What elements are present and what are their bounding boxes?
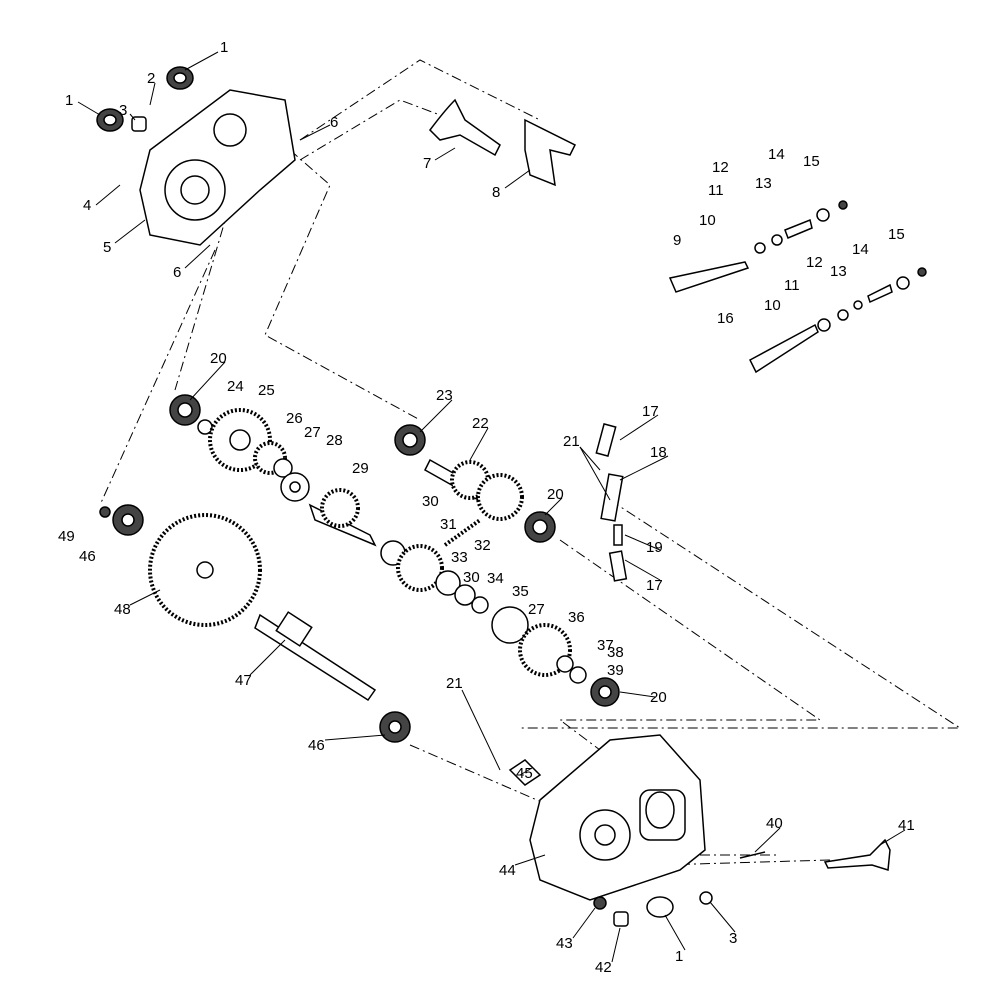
callout: 21 bbox=[446, 675, 463, 692]
callout: 44 bbox=[499, 862, 516, 879]
gear-train bbox=[169, 394, 620, 707]
callout: 10 bbox=[699, 212, 716, 229]
callout: 1 bbox=[220, 39, 228, 56]
callout: 12 bbox=[712, 159, 729, 176]
callout: 16 bbox=[717, 310, 734, 327]
callout: 25 bbox=[258, 382, 275, 399]
callout: 6 bbox=[173, 264, 181, 281]
callout: 20 bbox=[650, 689, 667, 706]
callout: 27 bbox=[528, 601, 545, 618]
callout: 34 bbox=[487, 570, 504, 587]
callout: 37 bbox=[597, 637, 614, 654]
callout: 46 bbox=[79, 548, 96, 565]
callout: 46 bbox=[308, 737, 325, 754]
callout: 13 bbox=[830, 263, 847, 280]
callout: 9 bbox=[673, 232, 681, 249]
callout: 13 bbox=[755, 175, 772, 192]
callout: 1 bbox=[65, 92, 73, 109]
callout: 5 bbox=[103, 239, 111, 256]
callout: 22 bbox=[472, 415, 489, 432]
callout: 1 bbox=[675, 948, 683, 965]
callout: 40 bbox=[766, 815, 783, 832]
callout: 39 bbox=[607, 662, 624, 679]
callout: 3 bbox=[119, 102, 127, 119]
shift-shafts bbox=[668, 200, 927, 374]
left-case-cover bbox=[96, 66, 296, 246]
callout: 14 bbox=[768, 146, 785, 163]
callout: 49 bbox=[58, 528, 75, 545]
callout: 33 bbox=[451, 549, 468, 566]
callout: 20 bbox=[210, 350, 227, 367]
callout: 19 bbox=[646, 539, 663, 556]
callout: 30 bbox=[422, 493, 439, 510]
callout: 2 bbox=[147, 70, 155, 87]
callout: 41 bbox=[898, 817, 915, 834]
callout: 11 bbox=[708, 182, 724, 199]
output-shaft-assembly bbox=[99, 504, 411, 743]
callout: 31 bbox=[440, 516, 457, 533]
callout-labels: 1 2 3 1 6 7 8 4 5 6 14 15 12 13 11 10 9 … bbox=[58, 39, 915, 976]
callout: 29 bbox=[352, 460, 369, 477]
shift-forks bbox=[429, 98, 577, 187]
callout: 14 bbox=[852, 241, 869, 258]
callout: 20 bbox=[547, 486, 564, 503]
callout: 8 bbox=[492, 184, 500, 201]
callout: 18 bbox=[650, 444, 667, 461]
callout: 15 bbox=[888, 226, 905, 243]
callout: 38 bbox=[607, 644, 624, 661]
callout: 23 bbox=[436, 387, 453, 404]
callout: 43 bbox=[556, 935, 573, 952]
callout: 35 bbox=[512, 583, 529, 600]
leader-lines bbox=[77, 51, 906, 963]
callout: 15 bbox=[803, 153, 820, 170]
callout: 47 bbox=[235, 672, 252, 689]
callout: 26 bbox=[286, 410, 303, 427]
callout: 4 bbox=[83, 197, 91, 214]
callout: 48 bbox=[114, 601, 131, 618]
callout: 12 bbox=[806, 254, 823, 271]
callout: 11 bbox=[784, 277, 800, 294]
callout: 21 bbox=[563, 433, 580, 450]
callout: 45 bbox=[516, 765, 533, 782]
callout: 3 bbox=[729, 930, 737, 947]
callout: 28 bbox=[326, 432, 343, 449]
callout: 24 bbox=[227, 378, 244, 395]
callout: 6 bbox=[330, 114, 338, 131]
callout: 36 bbox=[568, 609, 585, 626]
callout: 30 bbox=[463, 569, 480, 586]
callout: 17 bbox=[642, 403, 659, 420]
callout: 27 bbox=[304, 424, 321, 441]
callout: 17 bbox=[646, 577, 663, 594]
right-case bbox=[529, 734, 891, 927]
callout: 10 bbox=[764, 297, 781, 314]
callout: 32 bbox=[474, 537, 491, 554]
callout: 7 bbox=[423, 155, 431, 172]
callout: 42 bbox=[595, 959, 612, 976]
